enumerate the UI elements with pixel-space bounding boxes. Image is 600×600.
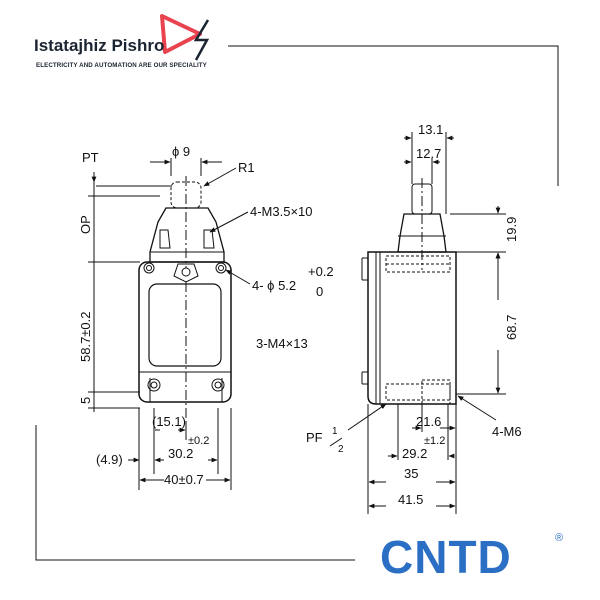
cntd-logo: CNTD <box>380 531 512 583</box>
brand-name: Istatajhiz Pishro <box>34 36 165 55</box>
label-phi52: 4- ϕ 5.2 <box>252 278 296 293</box>
label-phi9: ϕ 9 <box>172 144 190 159</box>
label-r1: R1 <box>238 160 255 175</box>
label-h587: 58.7±0.2 <box>78 311 93 362</box>
label-w40: 40±0.7 <box>164 472 204 487</box>
label-h5: 5 <box>78 397 93 404</box>
registered-mark: ® <box>555 532 564 544</box>
label-m35: 4-M3.5×10 <box>250 204 313 219</box>
brand-tagline: ELECTRICITY AND AUTOMATION ARE OUR SPECI… <box>36 62 207 69</box>
label-pf-den: 2 <box>338 444 344 455</box>
label-w49: (4.9) <box>96 452 123 467</box>
label-tol-zero: 0 <box>316 284 323 299</box>
label-w127: 12.7 <box>416 146 441 161</box>
side-view-labels: 13.1 12.7 19.9 68.7 PF 1 2 21.6 ±1.2 29.… <box>306 122 522 507</box>
label-w415: 41.5 <box>398 492 423 507</box>
label-w151: (15.1) <box>152 414 186 429</box>
label-w216: 21.6 <box>416 414 441 429</box>
brand-logo-icon <box>160 14 210 61</box>
label-h687: 68.7 <box>504 315 519 340</box>
label-op: OP <box>78 215 93 234</box>
side-view <box>347 132 506 514</box>
label-m6: 4-M6 <box>492 424 522 439</box>
frame-lines <box>35 45 559 561</box>
label-pt: PT <box>82 150 99 165</box>
front-view <box>88 158 251 490</box>
label-tol-pm12: ±1.2 <box>424 435 445 447</box>
label-h199: 19.9 <box>504 217 519 242</box>
label-w131: 13.1 <box>418 122 443 137</box>
label-pf: PF <box>306 430 323 445</box>
label-w302: 30.2 <box>168 446 193 461</box>
label-w35: 35 <box>404 466 418 481</box>
pf-fraction-bar <box>329 437 343 447</box>
label-m4: 3-M4×13 <box>256 336 308 351</box>
label-tol-top: +0.2 <box>308 264 334 279</box>
front-view-labels: PT OP ϕ 9 R1 4-M3.5×10 4- ϕ 5.2 +0.2 0 3… <box>78 144 334 487</box>
label-tol-pm02: ±0.2 <box>188 435 209 447</box>
label-pf-num: 1 <box>332 426 338 437</box>
label-w292: 29.2 <box>402 446 427 461</box>
